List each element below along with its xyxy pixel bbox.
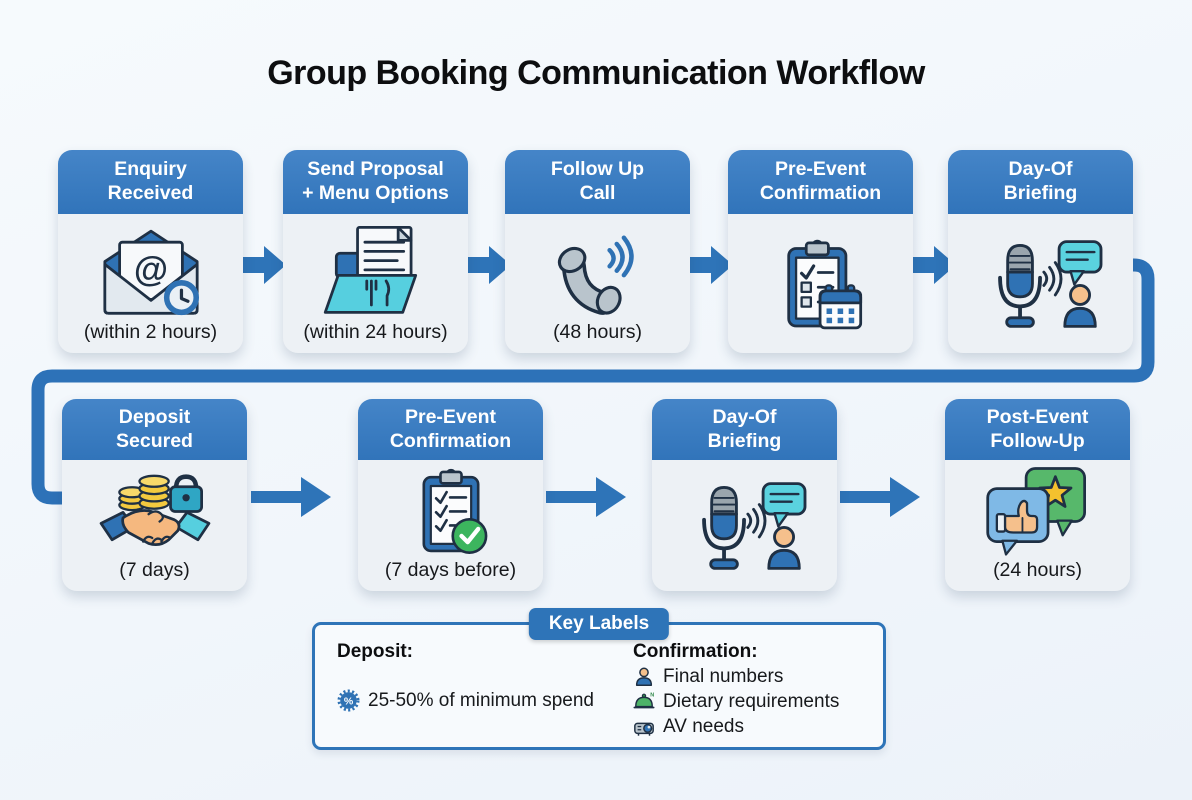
step-header: Pre-Event Confirmation [358,399,543,460]
step-header: Pre-Event Confirmation [728,150,913,214]
step-title-line: Pre-Event [404,405,497,428]
svg-text:%: % [344,695,354,707]
step-body [728,214,913,353]
mic-chat-icon [997,239,1102,328]
step-title-line: Deposit [118,405,191,428]
step-card-day-of-briefing-2: Day-Of Briefing [652,399,837,591]
step-card-deposit-secured: Deposit Secured [62,399,247,591]
step-title-line: Briefing [1003,182,1078,204]
deposit-heading: Deposit: [337,641,413,662]
step-time-label: (7 days before) [384,559,517,581]
key-item-text: AV needs [663,716,744,737]
step-header: Day-Of Briefing [948,150,1133,214]
projector-icon [634,722,654,736]
step-title-line: Pre-Event [774,158,867,181]
key-item-final-numbers: Final numbers [633,666,873,688]
flow-arrow-icon [840,477,920,517]
step-title-line: + Menu Options [302,182,449,204]
step-card-pre-event-confirmation-2: Pre-Event Confirmation [358,399,543,591]
step-title-line: Briefing [707,429,782,452]
flow-arrow-icon [251,477,331,517]
svg-text:@: @ [133,250,167,289]
step-title-line: Received [107,182,194,204]
step-time-label: (48 hours) [553,321,642,343]
mic-chat-icon [701,481,806,570]
clipboard-calendar-icon [786,239,862,329]
key-labels-badge: Key Labels [528,608,670,640]
step-card-pre-event-confirmation: Pre-Event Confirmation [728,150,913,353]
step-title-line: Call [579,182,616,204]
handshake-coins-lock-icon [99,473,210,546]
step-body: (within 24 hours) [283,214,468,353]
step-title-line: Day-Of [1008,158,1073,181]
step-header: Send Proposal + Menu Options [283,150,468,214]
step-title-line: Confirmation [389,429,512,452]
phone-call-icon [557,235,634,315]
step-time-label: (7 days) [119,559,190,581]
step-body: (24 hours) [945,460,1130,591]
step-body: (7 days before) [358,460,543,591]
key-item-dietary: N Dietary requirements [633,691,873,713]
step-card-follow-up-call: Follow Up Call (48 hours) [505,150,690,353]
step-header: Follow Up Call [505,150,690,214]
step-card-post-event-follow-up: Post-Event Follow-Up (24 hours) [945,399,1130,591]
step-body: (7 days) [62,460,247,591]
step-body [652,460,837,591]
svg-text:N: N [650,693,654,699]
step-title-line: Confirmation [759,182,882,204]
person-icon [635,667,653,686]
key-item-text: Dietary requirements [663,691,840,712]
step-time-label: (within 24 hours) [303,321,448,343]
step-title-line: Enquiry [114,158,187,181]
clipboard-check-icon [422,468,487,554]
step-body: (48 hours) [505,214,690,353]
confirmation-heading: Confirmation: [633,641,758,662]
step-time-label: (24 hours) [993,559,1082,581]
step-title-line: Follow Up [550,158,645,181]
step-card-send-proposal: Send Proposal + Menu Options (within [283,150,468,353]
step-header: Enquiry Received [58,150,243,214]
step-card-enquiry-received: Enquiry Received @ (within 2 hours) [58,150,243,353]
key-item-text: Final numbers [663,666,784,687]
step-time-label: (within 2 hours) [83,321,218,343]
step-body [948,214,1133,353]
key-confirmation-column: Confirmation: Final numbers N Dietary re… [633,641,873,738]
step-title-line: Post-Event [986,405,1089,428]
step-title-line: Day-Of [712,405,777,428]
key-labels-box: Key Labels Deposit: % 25-50% of minimum … [312,608,886,750]
cloche-icon: N [633,693,655,709]
email-clock-icon: @ [102,229,199,316]
page-title: Group Booking Communication Workflow [267,54,925,92]
flow-arrow-icon [241,246,286,284]
feedback-bubbles-icon [985,466,1086,556]
step-card-day-of-briefing: Day-Of Briefing [948,150,1133,353]
step-title-line: Follow-Up [990,429,1085,452]
step-header: Deposit Secured [62,399,247,460]
step-body: @ (within 2 hours) [58,214,243,353]
percent-badge-icon: % [337,689,360,712]
step-header: Day-Of Briefing [652,399,837,460]
key-item-text: 25-50% of minimum spend [368,689,594,711]
key-deposit-column: Deposit: % 25-50% of minimum spend [337,641,617,712]
step-title-line: Secured [116,429,193,452]
key-item-av-needs: AV needs [633,716,873,738]
step-header: Post-Event Follow-Up [945,399,1130,460]
step-title-line: Send Proposal [307,158,444,181]
menu-folder-icon [323,226,417,314]
flow-arrow-icon [546,477,626,517]
key-item-deposit: % 25-50% of minimum spend [337,689,617,712]
